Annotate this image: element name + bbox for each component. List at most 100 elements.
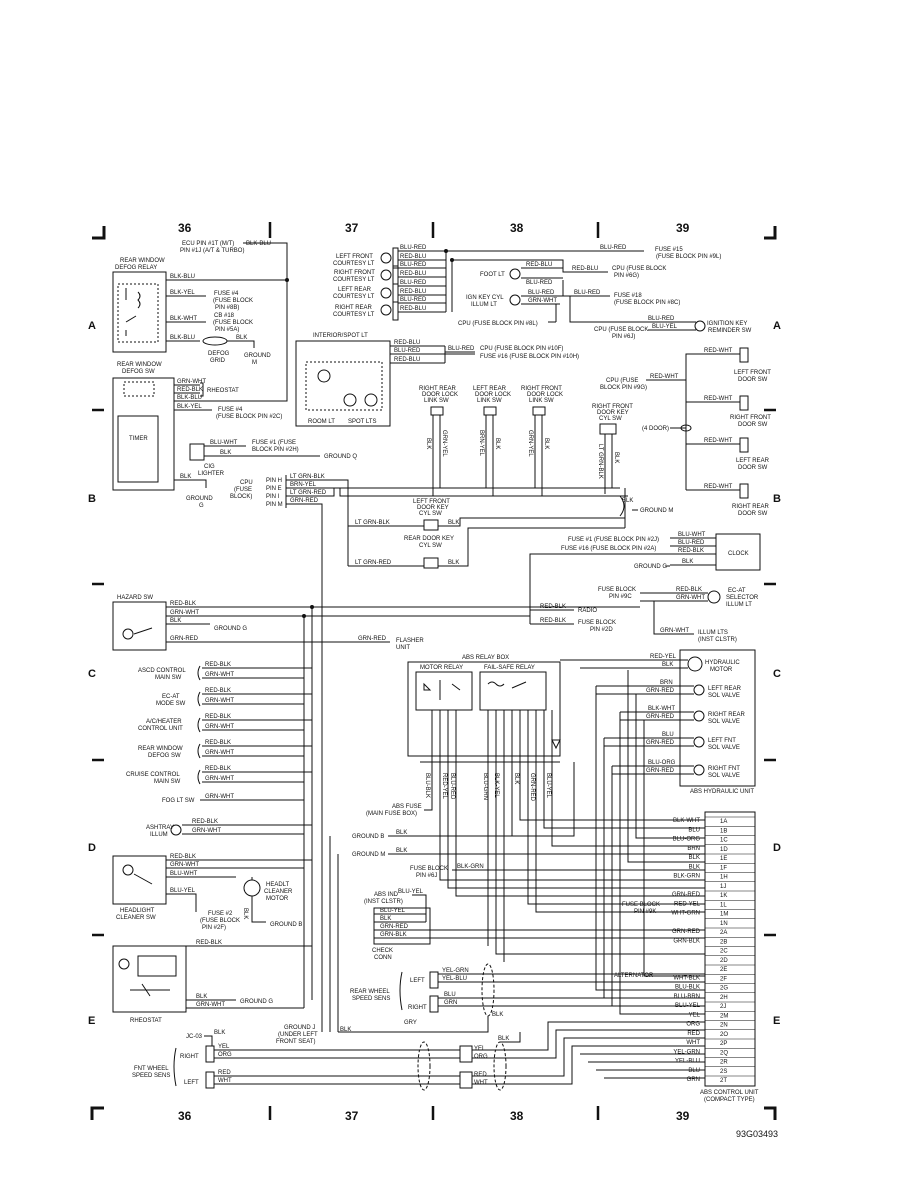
right-front-door-key-cylinder: RIGHT FRONT DOOR KEY CYL SW LT GRN-BLK B… xyxy=(592,404,633,494)
abs-pin-label: 2F xyxy=(720,976,727,982)
abs-pin-wire-color: WHT xyxy=(686,1040,700,1046)
svg-text:GRN-WHT: GRN-WHT xyxy=(196,1002,225,1008)
abs-pin-wire-color: GRN xyxy=(687,1077,700,1083)
svg-text:GRID: GRID xyxy=(210,358,226,364)
svg-text:JC-03: JC-03 xyxy=(186,1034,203,1040)
svg-text:BRN-YEL: BRN-YEL xyxy=(478,430,484,457)
svg-text:RED-BLU: RED-BLU xyxy=(572,266,598,272)
svg-text:ABS FUSE: ABS FUSE xyxy=(392,804,422,810)
rear-window-defog-switch: REAR WINDOW DEFOG SW TIMER GRN-WHT RED-B… xyxy=(112,280,288,509)
svg-text:LEFT REAR: LEFT REAR xyxy=(473,386,507,392)
svg-text:REAR WINDOW: REAR WINDOW xyxy=(117,362,162,368)
abs-control-unit: 1ABLK-WHT1BBLU1CBLU-ORG1DBRN1EBLK1FBLK1H… xyxy=(614,811,759,1103)
svg-text:PIN E: PIN E xyxy=(266,486,282,492)
svg-text:MODE SW: MODE SW xyxy=(156,701,186,707)
svg-text:BLU-WHT: BLU-WHT xyxy=(210,440,238,446)
svg-text:CPU (FUSE BLOCK PIN #8L): CPU (FUSE BLOCK PIN #8L) xyxy=(458,321,538,327)
abs-pin-label: 2E xyxy=(720,967,727,973)
abs-pin-label: 2H xyxy=(720,995,728,1001)
svg-text:BLK-BLU: BLK-BLU xyxy=(170,274,195,280)
svg-text:ABS HYDRAULIC UNIT: ABS HYDRAULIC UNIT xyxy=(690,789,754,795)
abs-pin-label: 2G xyxy=(720,986,728,992)
svg-text:DOOR LOCK: DOOR LOCK xyxy=(475,392,511,398)
svg-text:RED-WHT: RED-WHT xyxy=(650,374,679,380)
clock-unit: FUSE #1 (FUSE BLOCK PIN #2J) FUSE #16 (F… xyxy=(529,532,761,624)
rear-wheel-speed-sensors: REAR WHEEL SPEED SENS LEFT RIGHT YEL-GRN… xyxy=(338,963,705,1033)
svg-text:GROUND J: GROUND J xyxy=(284,1025,315,1031)
svg-text:RED-BLK: RED-BLK xyxy=(205,766,231,772)
svg-text:COURTESY LT: COURTESY LT xyxy=(333,294,375,300)
abs-pin-wire-color: YEL xyxy=(689,1012,701,1018)
ec-at-selector-illumination: FUSE BLOCK PIN #9C RED-BLK GRN-WHT EC-AT… xyxy=(598,587,759,643)
svg-text:ABS IND: ABS IND xyxy=(374,892,399,898)
interior-spot-light: INTERIOR/SPOT LT RED-BLU BLU-RED RED-BLU… xyxy=(295,333,579,427)
svg-text:ILLUM LT: ILLUM LT xyxy=(471,302,497,308)
svg-text:CB #18: CB #18 xyxy=(214,313,235,319)
abs-pin-label: 1N xyxy=(720,921,728,927)
svg-text:LIGHTER: LIGHTER xyxy=(198,471,225,477)
abs-control-unit-pins: 1ABLK-WHT1BBLU1CBLU-ORG1DBRN1EBLK1FBLK1H… xyxy=(671,816,755,1084)
col-label-36-top: 36 xyxy=(178,221,192,235)
svg-text:FUSE BLOCK: FUSE BLOCK xyxy=(622,902,660,908)
svg-text:ILLUM LTS: ILLUM LTS xyxy=(698,630,728,636)
svg-text:BLK-WHT: BLK-WHT xyxy=(170,316,197,322)
svg-text:RED-BLU: RED-BLU xyxy=(400,254,426,260)
svg-text:SOL VALVE: SOL VALVE xyxy=(708,773,740,779)
svg-text:RED-BLU: RED-BLU xyxy=(400,289,426,295)
svg-text:GRN-WHT: GRN-WHT xyxy=(205,724,234,730)
abs-pin-wire-color: BLU-ORG xyxy=(673,837,701,843)
abs-pin-label: 2Q xyxy=(720,1050,728,1056)
svg-text:BLU-RED: BLU-RED xyxy=(648,316,675,322)
svg-text:CYL SW: CYL SW xyxy=(419,543,442,549)
svg-text:(4 DOOR): (4 DOOR) xyxy=(642,426,669,432)
svg-text:GRN-RED: GRN-RED xyxy=(646,768,675,774)
svg-text:(FUSE BLOCK PIN #2C): (FUSE BLOCK PIN #2C) xyxy=(216,414,282,420)
svg-text:BLK: BLK xyxy=(613,452,619,463)
row-label-a-left: A xyxy=(88,320,96,332)
svg-text:FUSE #16 (FUSE BLOCK PIN #10H): FUSE #16 (FUSE BLOCK PIN #10H) xyxy=(480,354,579,360)
svg-text:FUSE #15: FUSE #15 xyxy=(655,247,683,253)
abs-pin-wire-color: BLK-GRN xyxy=(673,874,700,880)
svg-text:CPU (FUSE BLOCK PIN #10F): CPU (FUSE BLOCK PIN #10F) xyxy=(480,346,563,352)
svg-text:SOL VALVE: SOL VALVE xyxy=(708,745,740,751)
abs-pin-label: 1F xyxy=(720,865,727,871)
svg-text:RED-BLK: RED-BLK xyxy=(205,740,231,746)
svg-text:CONTROL UNIT: CONTROL UNIT xyxy=(138,726,183,732)
svg-text:REAR WINDOW: REAR WINDOW xyxy=(120,258,165,264)
svg-text:RED-BLK: RED-BLK xyxy=(170,854,196,860)
svg-text:BLU-RED: BLU-RED xyxy=(449,773,455,800)
svg-text:COURTESY LT: COURTESY LT xyxy=(333,261,375,267)
svg-text:BLU-ORG: BLU-ORG xyxy=(648,760,676,766)
headlight-cleaner: RED-BLK GRN-WHT BLU-WHT BLU-YEL FUSE #2 … xyxy=(112,854,312,931)
svg-text:BLU-RED: BLU-RED xyxy=(400,262,427,268)
svg-text:BLK: BLK xyxy=(220,450,231,456)
abs-pin-label: 2R xyxy=(720,1060,728,1066)
svg-text:ALTERNATOR: ALTERNATOR xyxy=(614,973,654,979)
switch-illumination-list: ASCD CONTROL MAIN SW EC-AT MODE SW A/C/H… xyxy=(126,662,312,838)
svg-text:FUSE #4: FUSE #4 xyxy=(214,291,239,297)
svg-text:ECU PIN #1T (M/T): ECU PIN #1T (M/T) xyxy=(182,241,234,247)
svg-text:(MAIN FUSE BOX): (MAIN FUSE BOX) xyxy=(366,811,417,817)
svg-text:BLU-WHT: BLU-WHT xyxy=(170,871,198,877)
svg-text:DEFOG RELAY: DEFOG RELAY xyxy=(115,265,157,271)
svg-text:BLU-WHT: BLU-WHT xyxy=(678,532,706,538)
svg-text:DOOR SW: DOOR SW xyxy=(738,511,768,517)
abs-pin-wire-color: WHT-BLK xyxy=(673,975,700,981)
svg-text:FUSE BLOCK: FUSE BLOCK xyxy=(410,866,448,872)
svg-text:RIGHT REAR: RIGHT REAR xyxy=(708,712,746,718)
abs-pin-wire-color: WHT-GRN xyxy=(671,911,700,917)
svg-text:DOOR SW: DOOR SW xyxy=(738,377,768,383)
svg-text:RIGHT FRONT: RIGHT FRONT xyxy=(592,404,633,410)
abs-pin-wire-color: GRN-RED xyxy=(672,929,701,935)
svg-text:CIG: CIG xyxy=(204,464,215,470)
svg-text:BLU-YEL: BLU-YEL xyxy=(170,888,196,894)
abs-pin-wire-color: BLU xyxy=(688,827,700,833)
svg-text:GRN-WHT: GRN-WHT xyxy=(205,794,234,800)
svg-text:LT GRN-BLK: LT GRN-BLK xyxy=(290,474,325,480)
svg-text:EC-AT: EC-AT xyxy=(728,588,746,594)
svg-text:DEFOG SW: DEFOG SW xyxy=(148,753,181,759)
svg-text:RHEOSTAT: RHEOSTAT xyxy=(130,1018,162,1024)
svg-text:BLU-YEL: BLU-YEL xyxy=(545,773,551,799)
svg-text:TIMER: TIMER xyxy=(129,436,148,442)
